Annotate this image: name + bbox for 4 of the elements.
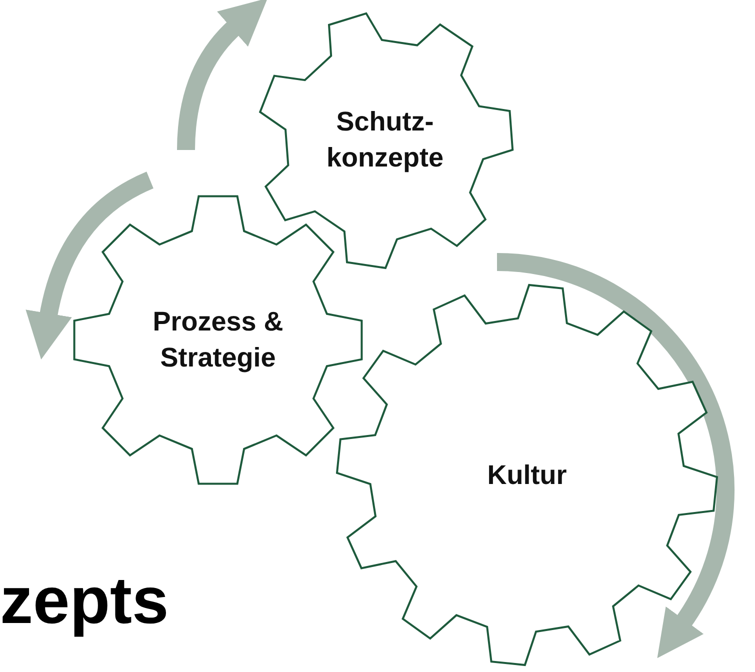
gear-label: Prozess & Strategie — [152, 306, 284, 375]
gear-label: Schutz- konzepte — [325, 106, 445, 175]
partial-heading: zepts — [0, 562, 169, 638]
gear-label: Kultur — [486, 458, 568, 492]
